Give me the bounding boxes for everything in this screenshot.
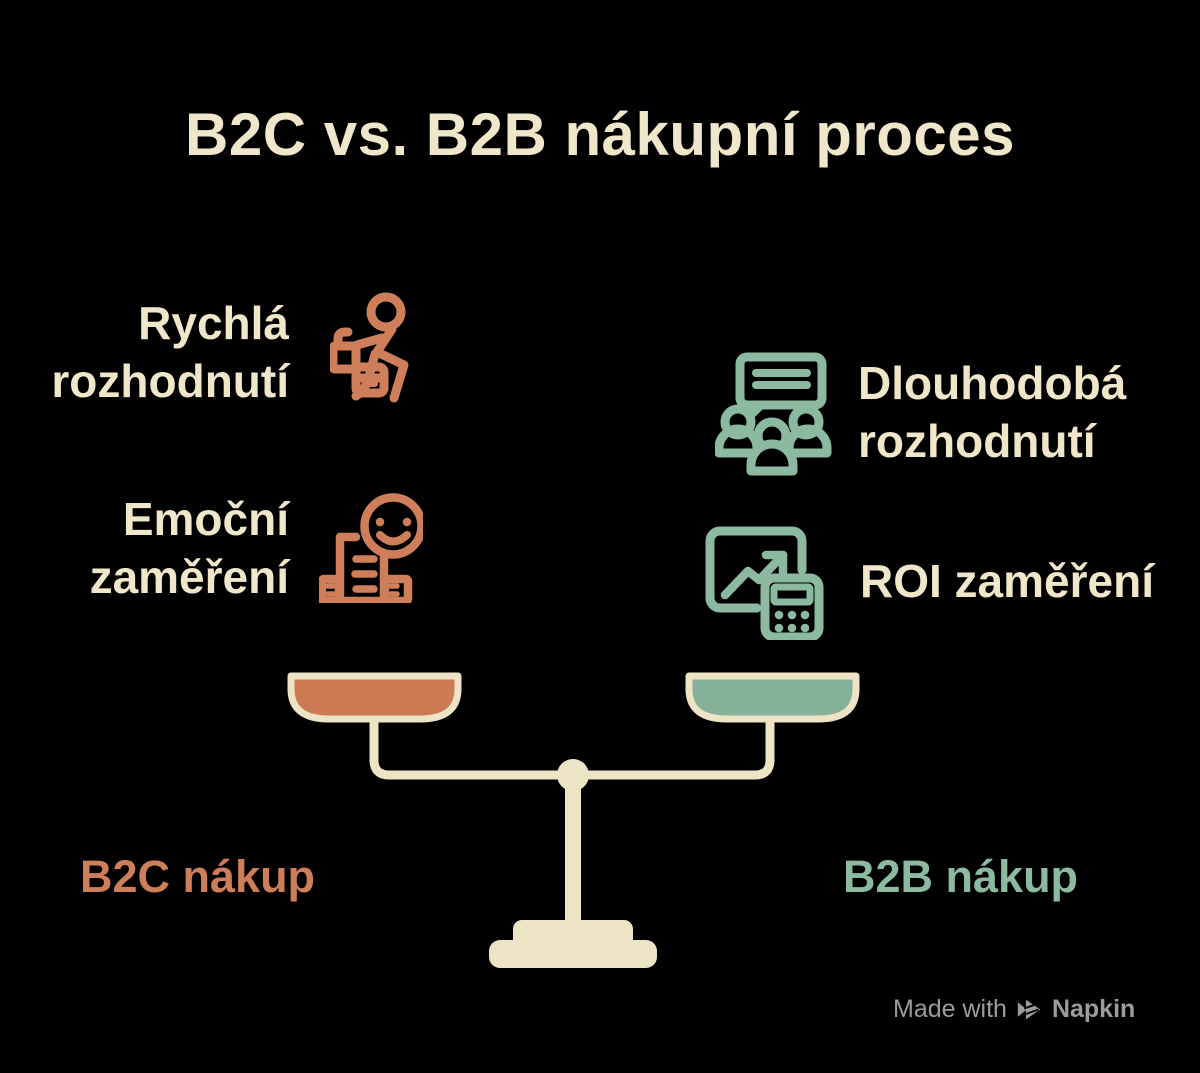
chart-calculator-icon <box>705 526 824 640</box>
b2b-pan <box>685 672 860 723</box>
made-with-napkin-credit: Made with Napkin <box>893 995 1135 1024</box>
balance-scale <box>287 672 860 968</box>
speech-bubble-tail <box>746 403 769 418</box>
b2c-feature-label-quick-decisions: Rychlá rozhodnutí <box>51 297 289 407</box>
napkin-brand-text: Napkin <box>1051 995 1136 1023</box>
napkin-logo-icon <box>1017 999 1041 1020</box>
page-title: B2C vs. B2B nákupní proces <box>185 101 1015 168</box>
scale-arm-left <box>369 712 575 780</box>
made-with-text: Made with <box>893 995 1007 1023</box>
b2c-pan <box>287 672 462 723</box>
running-shopper-icon <box>330 292 409 403</box>
b2b-scale-label: B2B nákup <box>843 851 1079 902</box>
b2c-feature-label-emotional-focus: Emoční zaměření <box>89 493 289 603</box>
b2b-feature-label-roi-focus: ROI zaměření <box>860 555 1154 607</box>
group-discussion-icon <box>715 352 832 476</box>
b2b-feature-label-longterm-decisions: Dlouhodobá rozhodnutí <box>858 357 1127 467</box>
scale-pillar <box>565 777 581 927</box>
b2c-scale-label: B2C nákup <box>80 851 316 902</box>
smiley-receipt-icon <box>319 493 423 603</box>
scale-arm-right <box>571 712 775 780</box>
scale-base-lower <box>489 940 657 968</box>
